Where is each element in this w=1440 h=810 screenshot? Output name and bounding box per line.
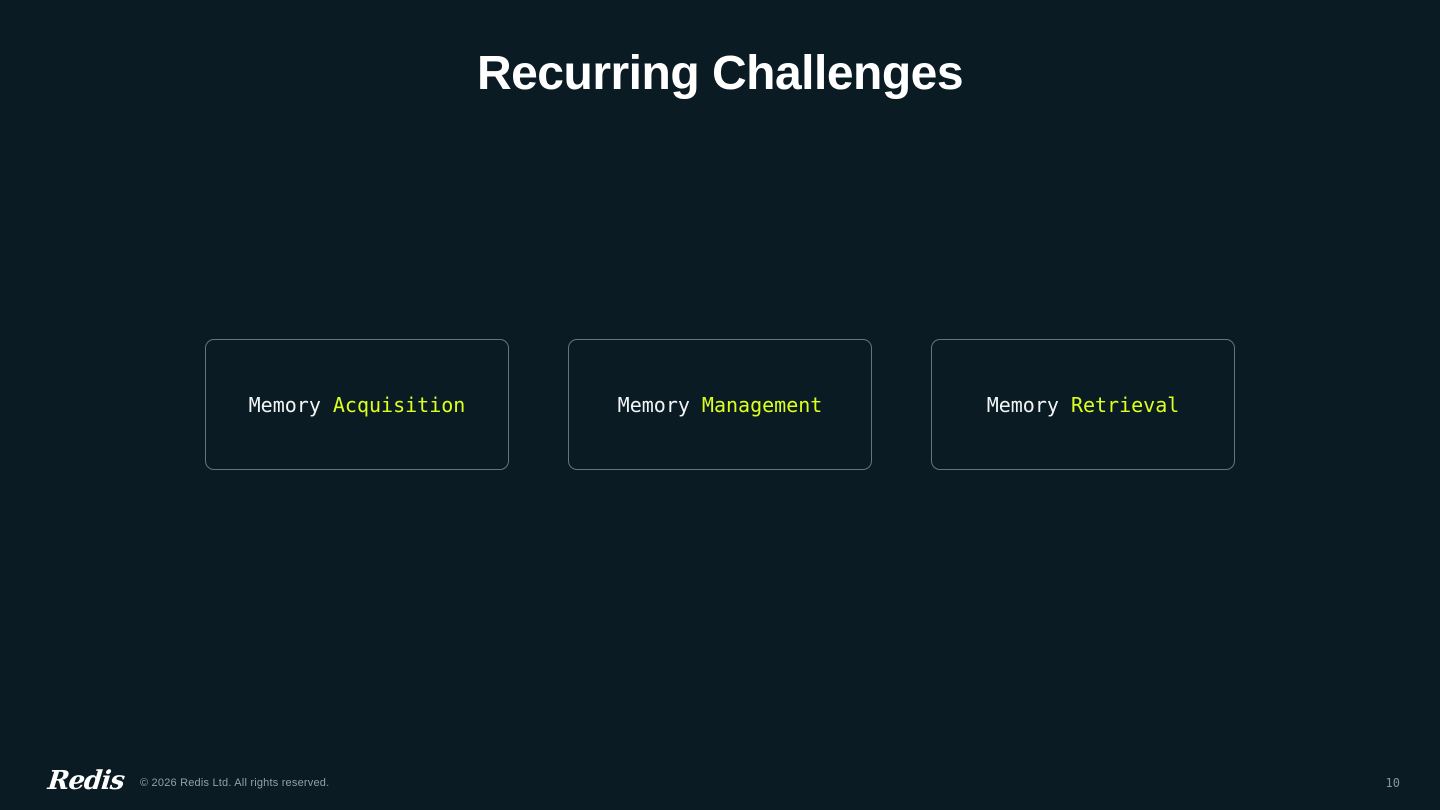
redis-logo: Redis — [46, 766, 126, 796]
challenge-prefix: Memory — [617, 392, 690, 417]
challenge-highlight: Retrieval — [1070, 392, 1180, 417]
page-title: Recurring Challenges — [476, 47, 964, 100]
challenge-prefix: Memory — [986, 392, 1059, 417]
page-number: 10 — [1385, 776, 1400, 790]
challenge-box-management: Memory Management — [568, 339, 872, 470]
challenge-box-acquisition: Memory Acquisition — [205, 339, 509, 470]
challenge-highlight: Acquisition — [332, 392, 466, 417]
challenge-prefix: Memory — [248, 392, 321, 417]
challenge-boxes-row: Memory Acquisition Memory Management Memor… — [0, 339, 1440, 470]
copyright-text: © 2026 Redis Ltd. All rights reserved. — [140, 777, 330, 789]
challenge-box-retrieval: Memory Retrieval — [931, 339, 1235, 470]
footer: Redis © 2026 Redis Ltd. All rights reser… — [0, 758, 1440, 810]
challenge-highlight: Management — [701, 392, 823, 417]
